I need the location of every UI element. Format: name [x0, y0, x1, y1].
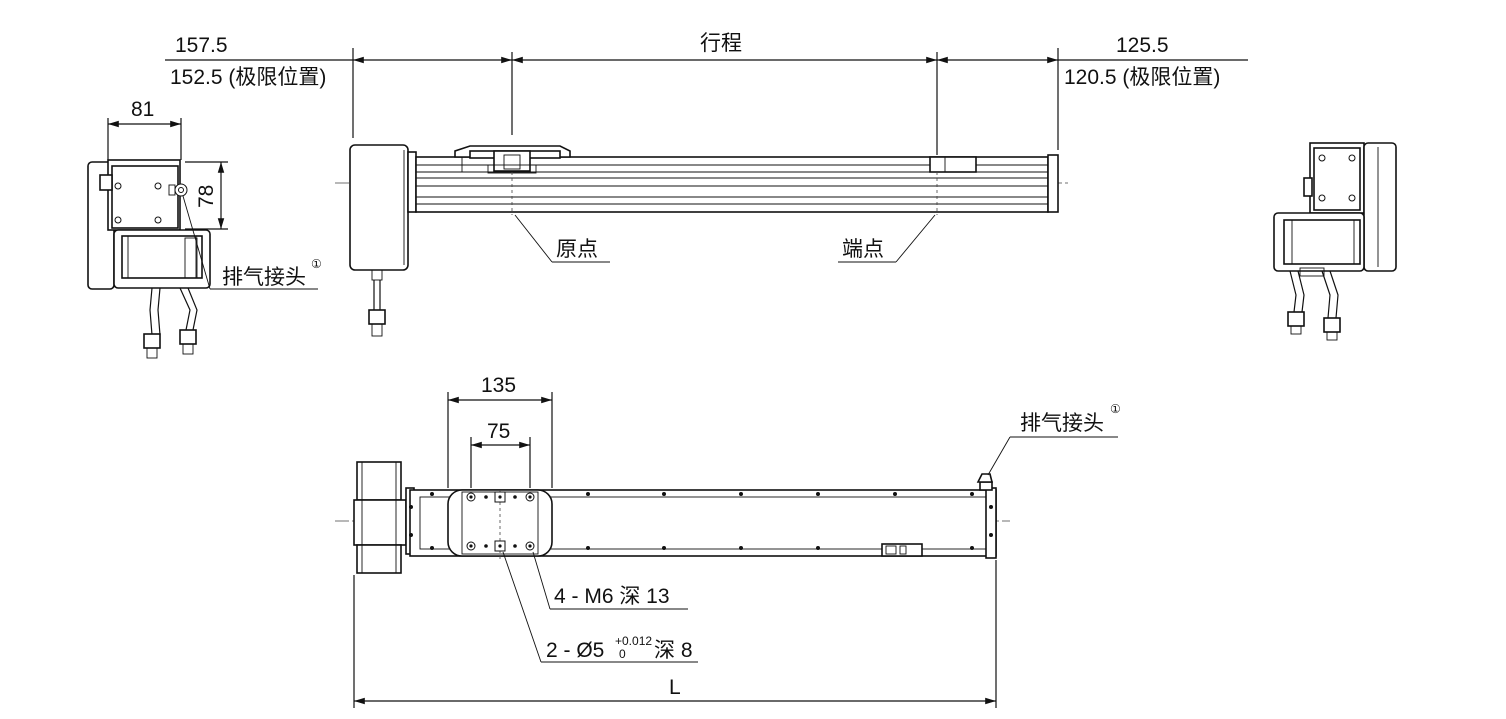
slider-inner-dimension: 75: [487, 420, 510, 443]
rail-mounting-holes: [409, 492, 993, 550]
pin-tolerance-lower: 0: [619, 647, 626, 661]
note-marker-left: ①: [311, 257, 322, 271]
end-height-dimension: 78: [195, 185, 218, 208]
tapped-holes-callout: 4 - M6 深 13: [554, 585, 670, 608]
slider-outer-dimension: 135: [481, 374, 516, 397]
pin-tolerance-upper: +0.012: [615, 634, 652, 648]
overall-length-label: L: [669, 676, 681, 699]
slider-holes: [466, 491, 535, 552]
top-view: 135 75 65: [335, 374, 1121, 708]
right-limit-dimension: 120.5 (极限位置): [1064, 66, 1220, 89]
pin-holes-callout: 2 - Ø5: [546, 639, 604, 662]
top-dimension-row: 157.5 152.5 (极限位置) 行程 125.5 120.5 (极限位置): [165, 32, 1248, 155]
exhaust-fitting-label-bottom: 排气接头: [1020, 412, 1104, 435]
note-marker-bottom: ①: [1110, 402, 1121, 416]
right-top-dimension: 125.5: [1116, 34, 1169, 57]
pin-holes-depth: 深 8: [654, 639, 693, 662]
end-point-label: 端点: [842, 238, 884, 261]
left-end-view: 81 78 排气接头 ①: [87, 98, 322, 359]
left-top-dimension: 157.5: [175, 34, 228, 57]
exhaust-fitting-label-left: 排气接头: [222, 266, 306, 289]
origin-label: 原点: [556, 238, 598, 261]
end-width-dimension: 81: [131, 98, 154, 121]
right-end-view: [1273, 142, 1397, 341]
stroke-label: 行程: [700, 32, 742, 55]
front-view: 原点 端点: [335, 144, 1070, 337]
left-limit-dimension: 152.5 (极限位置): [170, 66, 326, 89]
